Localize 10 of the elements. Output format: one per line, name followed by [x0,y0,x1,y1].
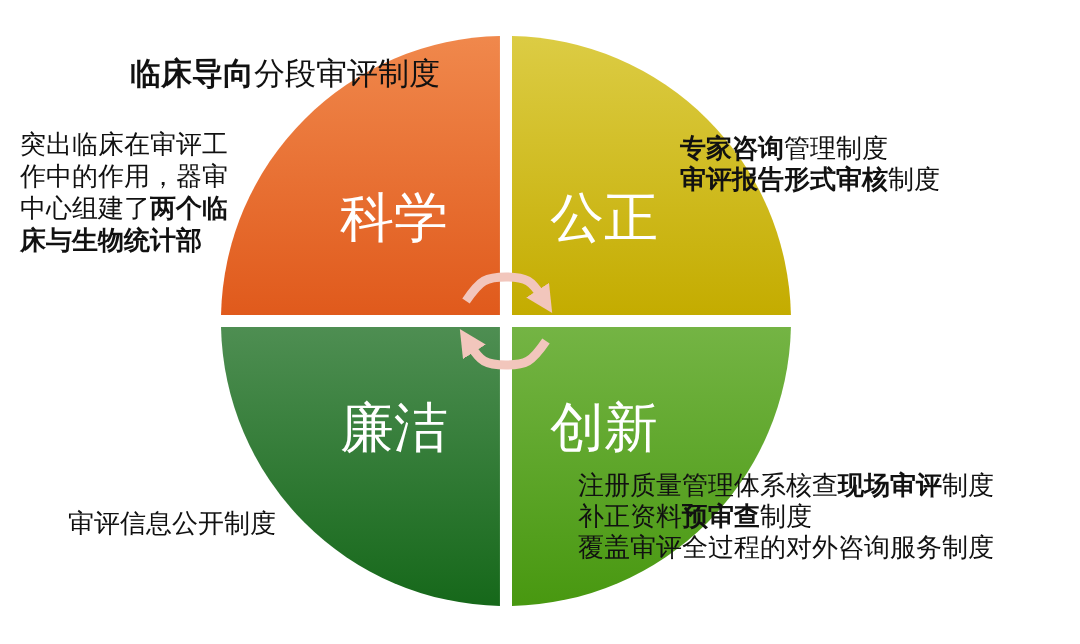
quadrant-label: 廉洁 [340,398,448,458]
annotation-text: 突出临床在审评工作中的作用，器审中心组建了两个临床与生物统计部 [20,128,229,256]
quadrant-label: 科学 [340,188,448,248]
annotation-text: 注册质量管理体系核查现场审评制度 [578,470,994,501]
annotation-text: 专家咨询管理制度 [680,133,888,164]
quadrant-label: 公正 [550,188,658,248]
annotation-text: 审评信息公开制度 [68,508,276,539]
annotation-text: 补正资料预审查制度 [578,501,812,532]
quadrant-label: 创新 [550,398,658,458]
annotation-text: 覆盖审评全过程的对外咨询服务制度 [578,532,994,563]
